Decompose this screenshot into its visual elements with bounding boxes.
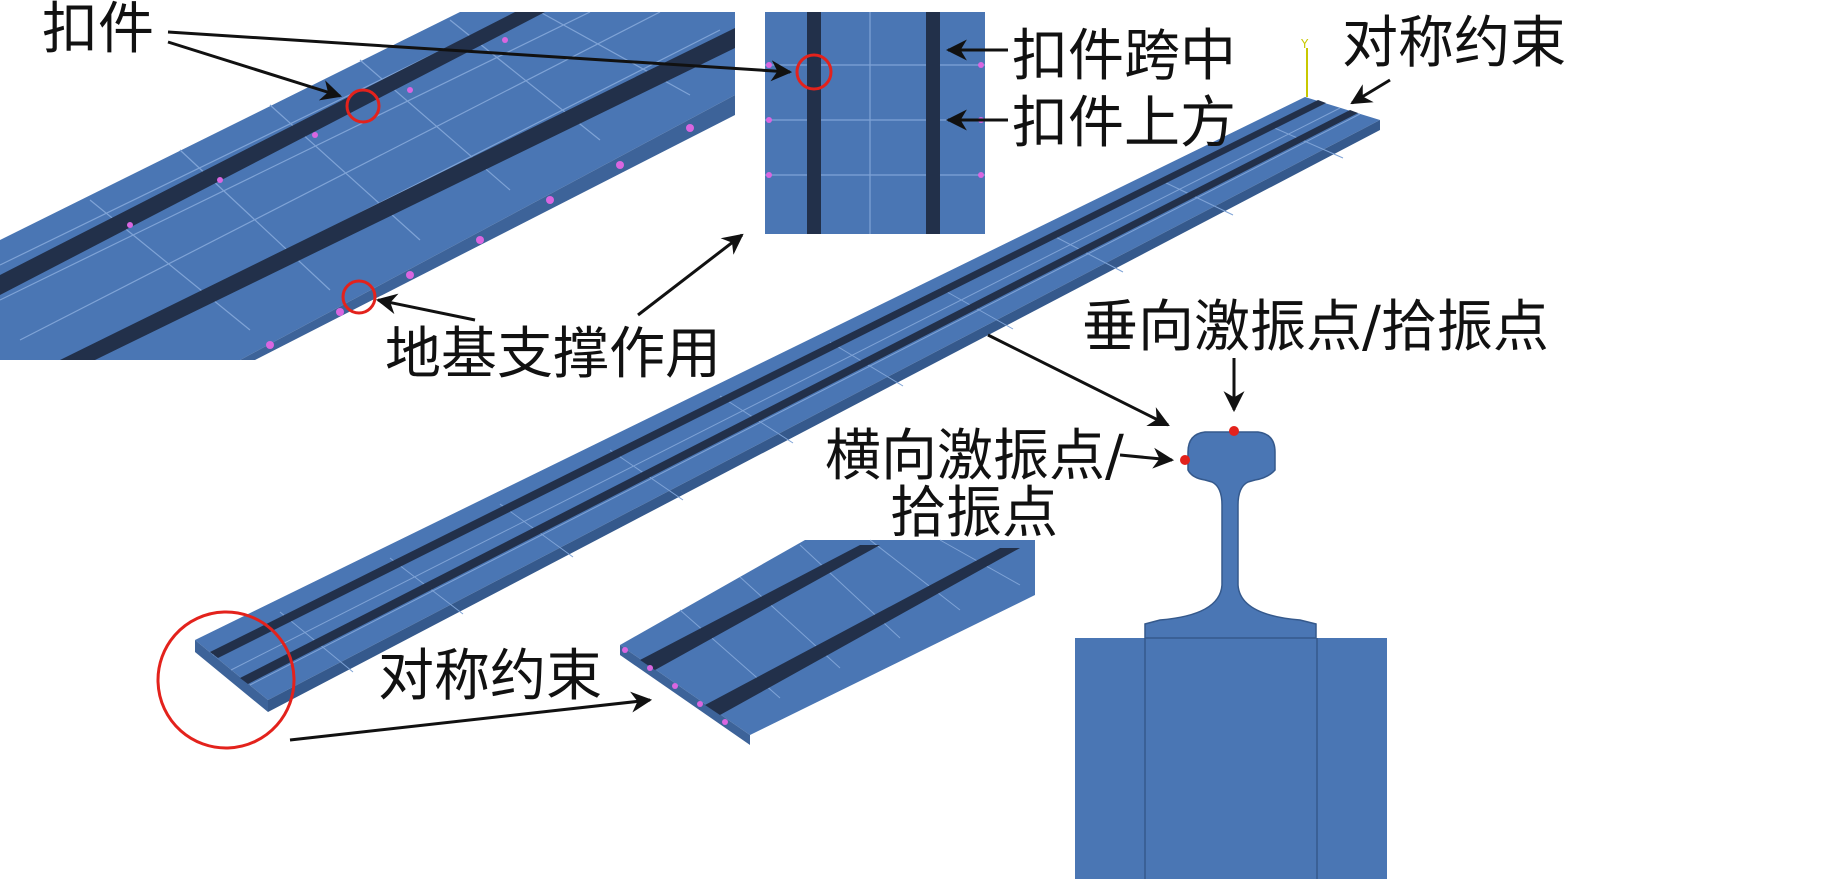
inset-b-rail-right (926, 12, 940, 234)
label-fastener: 扣件 (42, 0, 154, 62)
foundation-marker-circle (341, 279, 377, 315)
midspan-marker-circle (795, 53, 833, 91)
inset-c-rail-right (705, 548, 1020, 715)
arrow-lateral-point (1119, 447, 1175, 469)
label-lateral-point-line1: 横向激振点/ (825, 424, 1124, 489)
inset-c-nodes (622, 647, 728, 725)
arrow-constraint-top (1350, 78, 1391, 105)
inset-fastener-zoom (0, 12, 735, 360)
fastener-marker-circle (345, 88, 381, 124)
rail-cross-section (1075, 426, 1387, 879)
main-slab-model: Y (156, 37, 1380, 750)
label-foundation-support: 地基支撑作用 (385, 322, 721, 387)
arrow-foundation-b (637, 233, 744, 317)
label-vertical-point: 垂向激振点/拾振点 (1082, 295, 1549, 360)
label-fastener-midspan: 扣件跨中 (1012, 24, 1236, 89)
inset-a-rail-left (0, 12, 545, 295)
arrow-foundation-a (375, 293, 476, 322)
label-lateral-point-line2: 拾振点 (890, 481, 1058, 546)
inset-c-rail-left (640, 545, 880, 670)
arrow-to-cross-section (987, 333, 1170, 427)
sleeper-block (1075, 638, 1387, 879)
end-constraint-ellipse (156, 610, 296, 750)
inset-slab-end-zoom (620, 539, 1035, 745)
inset-top-view (765, 12, 985, 234)
label-symmetric-constraint-bottom: 对称约束 (378, 644, 602, 709)
inset-a-rail-right (60, 28, 735, 360)
main-rail-left (210, 100, 1326, 658)
arrow-constraint-bottom-a (289, 691, 653, 742)
rail-profile (1144, 431, 1317, 639)
lateral-excitation-point (1180, 455, 1190, 465)
axis-y-label: Y (1300, 37, 1309, 51)
arrow-fastener-b (167, 30, 793, 82)
inset-a-support-nodes (127, 37, 694, 349)
annotation-arrows (167, 30, 1391, 742)
label-above-fastener: 扣件上方 (1012, 91, 1236, 156)
vertical-excitation-point (1229, 426, 1239, 436)
main-rail-right (240, 110, 1358, 684)
inset-b-rail-left (807, 12, 821, 234)
arrow-fastener-a (167, 40, 343, 101)
label-symmetric-constraint-top: 对称约束 (1342, 11, 1566, 76)
